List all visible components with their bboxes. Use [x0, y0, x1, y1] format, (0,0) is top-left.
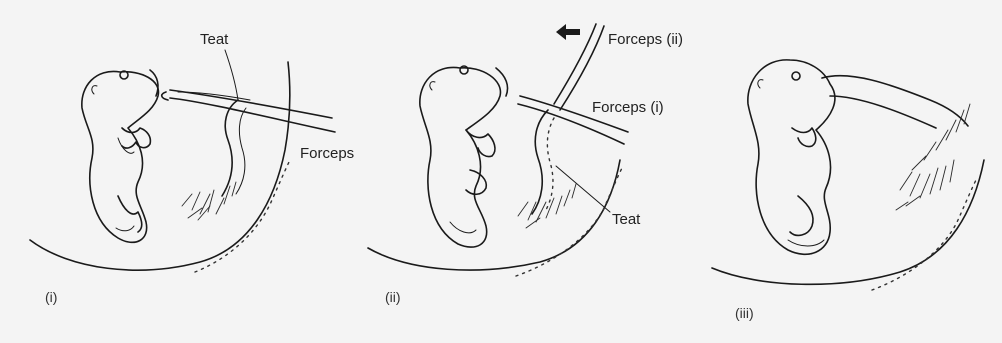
leader-teat-i: [225, 50, 238, 100]
teat-i: [222, 100, 238, 196]
pup-hindlimb-ii-2: [450, 222, 476, 233]
pup-tail-iii: [788, 240, 824, 246]
label-teat-ii: Teat: [612, 211, 641, 228]
forceps-ii-upper: [554, 24, 604, 110]
pup-eye-iii: [792, 72, 800, 80]
mother-body-outline-dotted-iii: [872, 180, 976, 290]
label-forceps-ii: Forceps (ii): [608, 31, 683, 48]
pup-body-iii: [748, 60, 835, 254]
forceps-i: [162, 90, 335, 132]
label-forceps-i: Forceps: [300, 145, 354, 162]
label-teat-i: Teat: [200, 31, 229, 48]
caption-iii: (iii): [735, 305, 754, 321]
fur-ii: [518, 184, 576, 228]
pup-tail-wrinkles: [116, 226, 134, 231]
pup-snout: [150, 70, 158, 96]
pup-forelimb-ii: [466, 130, 495, 157]
pup-ear: [92, 86, 97, 94]
mother-body-outline-dotted-ii: [516, 168, 622, 276]
mother-body-outline: [30, 62, 290, 270]
teat-ii: [532, 110, 548, 214]
teat-i-inner: [236, 108, 246, 194]
teat-iii-attached: [822, 76, 968, 128]
pup-ear-ii: [430, 82, 435, 90]
left-arrow-icon: [556, 24, 580, 40]
mother-body-outline-ii: [368, 160, 620, 270]
fur-iii: [896, 104, 970, 210]
panel-ii: Forceps (ii) Forceps (i) Teat (ii): [368, 24, 683, 305]
teat-ii-inner: [546, 118, 554, 210]
pup-hindlimb-iii: [790, 196, 813, 235]
mother-body-outline-dotted: [195, 160, 290, 272]
pup-forelimb: [122, 128, 150, 148]
pup-hindlimb-ii: [466, 170, 486, 194]
pup-ear-iii: [758, 80, 763, 88]
caption-i: (i): [45, 289, 57, 305]
pup-forelimb-iii: [792, 128, 816, 147]
panel-i: Teat Forceps (i): [30, 31, 354, 305]
fur-i: [182, 182, 236, 220]
panel-iii: (iii): [712, 60, 984, 321]
caption-ii: (ii): [385, 289, 401, 305]
label-forceps-i-ii: Forceps (i): [592, 99, 664, 116]
pup-body: [82, 71, 159, 242]
